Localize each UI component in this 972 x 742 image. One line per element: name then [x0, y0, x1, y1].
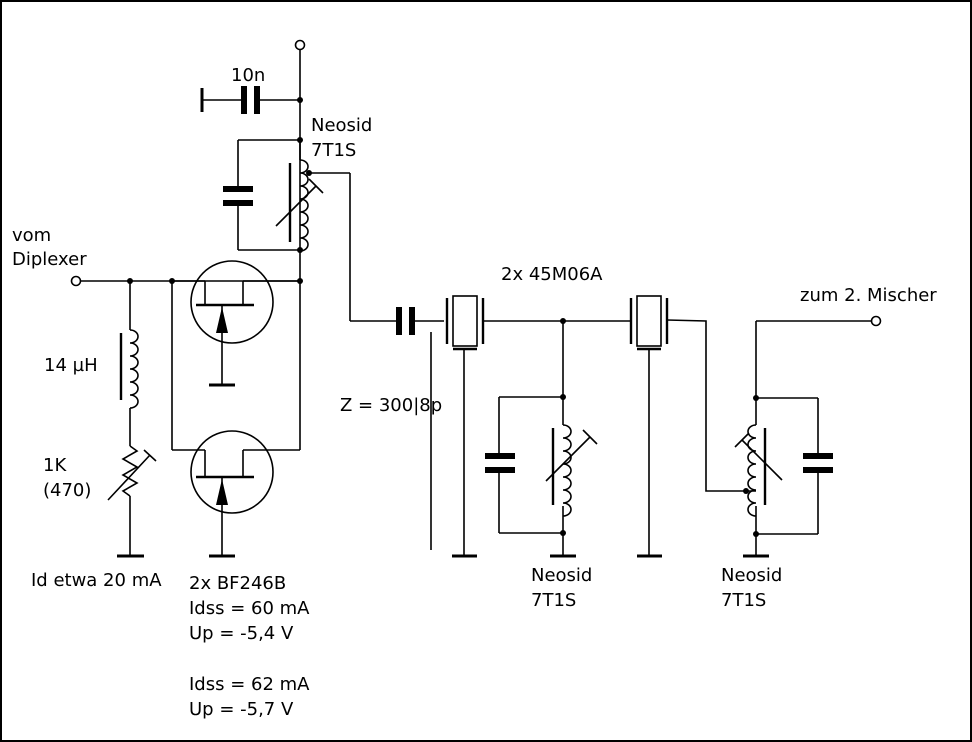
middle-tank-circuit	[485, 321, 598, 558]
label-impedance: Z = 300|8p	[340, 395, 442, 416]
label-inductor-value: 14 µH	[44, 355, 98, 376]
label-input-2: Diplexer	[12, 249, 87, 270]
fet-lower-bf246b	[171, 281, 301, 558]
label-idss-2: Idss = 62 mA	[189, 674, 310, 695]
label-l2-name: Neosid	[531, 565, 592, 586]
label-l3-name: Neosid	[721, 565, 782, 586]
label-l1-name: Neosid	[311, 115, 372, 136]
label-up-1: Up = -5,4 V	[189, 623, 294, 644]
input-terminal	[70, 275, 82, 287]
label-l1-type: 7T1S	[311, 140, 356, 161]
label-idss-1: Idss = 60 mA	[189, 598, 310, 619]
crystal-1-45m06a	[445, 295, 630, 558]
coupling-capacitor	[350, 307, 444, 335]
supply-rail	[294, 39, 306, 282]
supply-terminal	[294, 39, 306, 51]
label-resistor-2: (470)	[43, 480, 91, 501]
label-fet-type: 2x BF246B	[189, 573, 286, 594]
label-l2-type: 7T1S	[531, 590, 576, 611]
drain-tank-circuit	[223, 137, 351, 321]
label-input-1: vom	[12, 225, 51, 246]
label-up-2: Up = -5,7 V	[189, 699, 294, 720]
label-current: Id etwa 20 mA	[31, 570, 162, 591]
decoupling-capacitor-10n	[200, 86, 303, 114]
output-terminal	[870, 315, 882, 327]
crystal-2-45m06a	[629, 295, 756, 558]
label-cap-10n: 10n	[231, 65, 265, 86]
inductor-14uh	[119, 281, 139, 446]
label-crystals: 2x 45M06A	[501, 264, 603, 285]
output-tank-circuit	[734, 315, 882, 558]
resistor-1k-variable	[107, 445, 157, 558]
fet-upper-bf246b	[172, 260, 300, 387]
label-output: zum 2. Mischer	[800, 285, 937, 306]
label-resistor-1: 1K	[43, 455, 67, 476]
label-l3-type: 7T1S	[721, 590, 766, 611]
